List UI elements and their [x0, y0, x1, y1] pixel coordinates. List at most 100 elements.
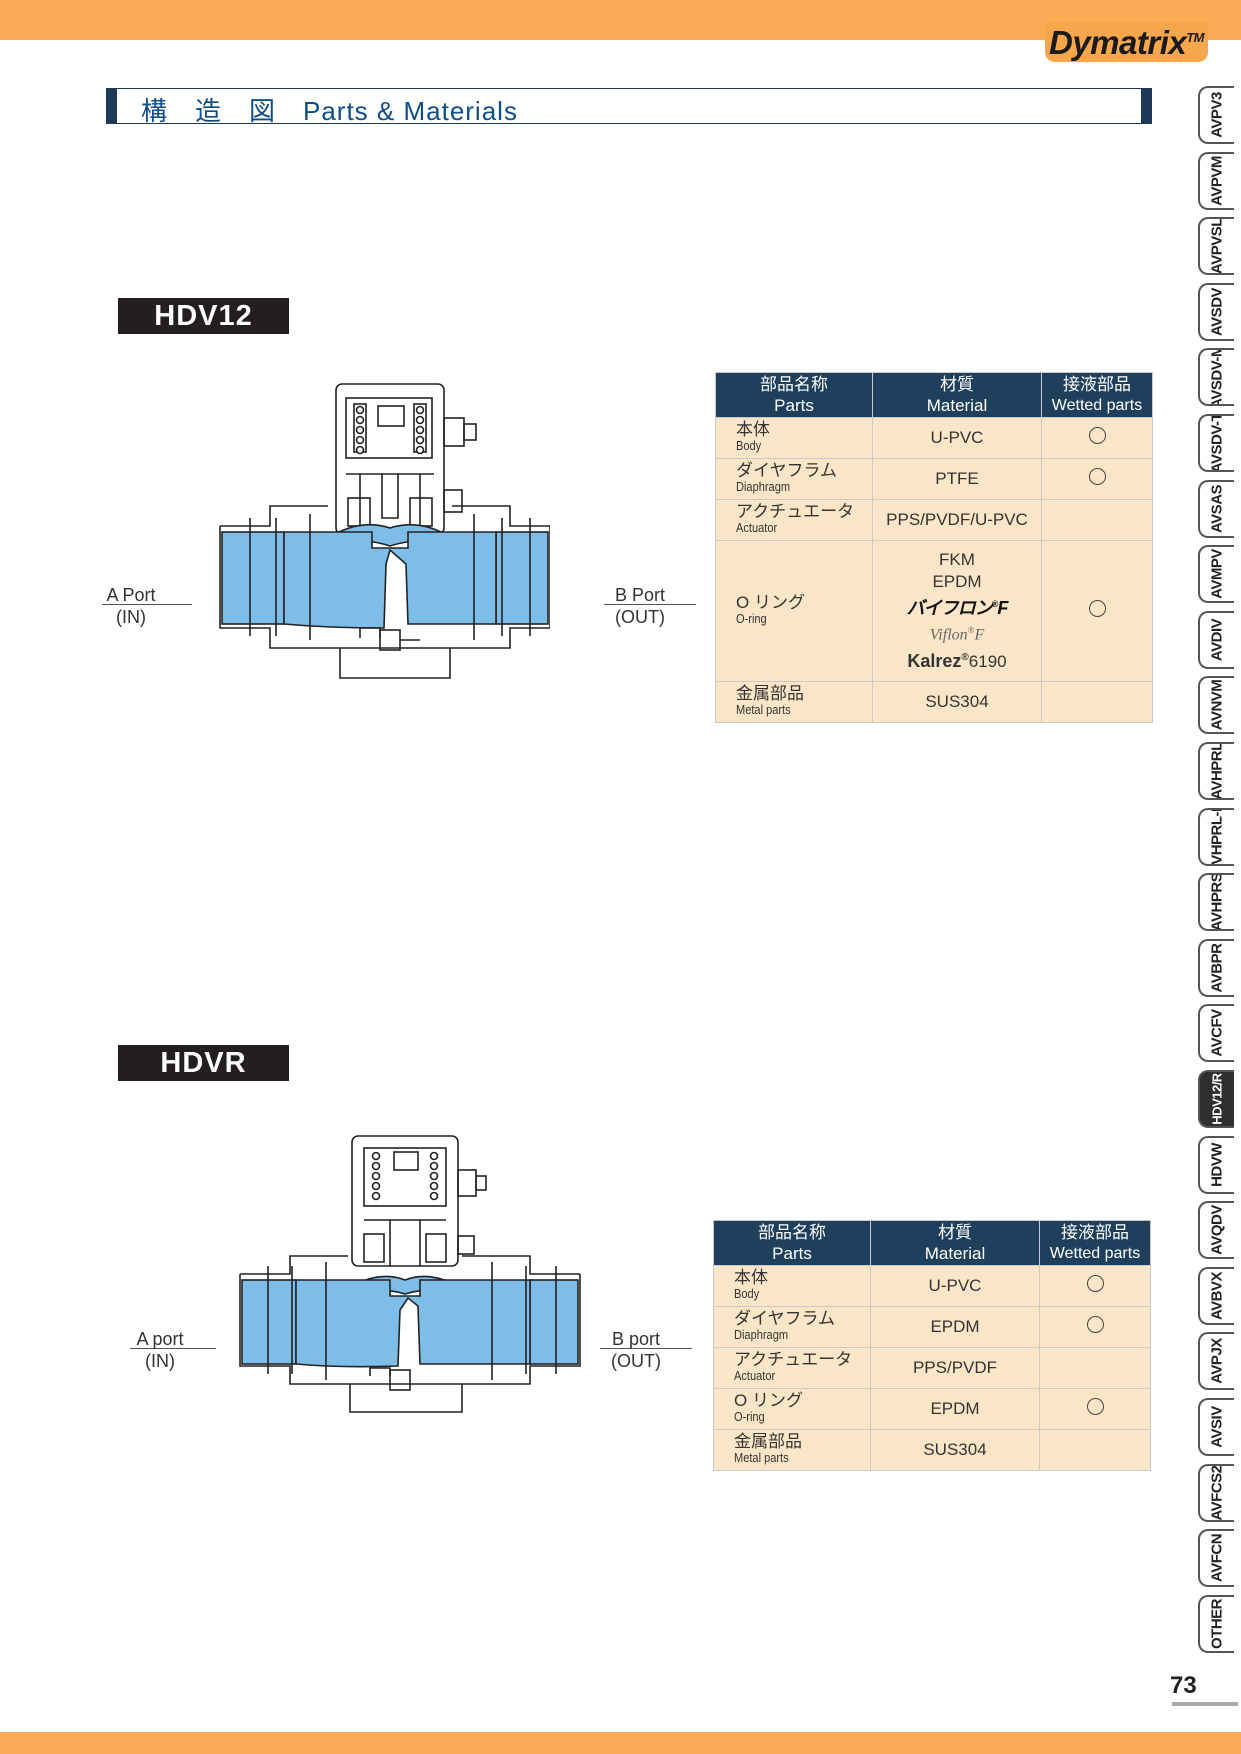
port-b-direction: (OUT): [611, 1351, 661, 1371]
part-material: SUS304: [872, 681, 1042, 723]
side-tab-other[interactable]: OTHER: [1198, 1594, 1234, 1653]
wetted-circle-icon: [1086, 1398, 1104, 1415]
wetted-mark: [1041, 681, 1153, 723]
side-tab-label: AVSAS: [1208, 484, 1226, 533]
side-tab-label: AVDIV: [1208, 618, 1226, 661]
port-a-name: A Port: [106, 585, 156, 605]
side-tab-avpv3[interactable]: AVPV3: [1198, 86, 1234, 144]
side-tab-avmpv[interactable]: AVMPV: [1198, 545, 1234, 604]
wetted-mark: [1041, 458, 1153, 500]
port-a-label: A port (IN): [128, 1328, 192, 1372]
port-b-label: B Port (OUT): [604, 584, 676, 628]
side-tab-avqdv[interactable]: AVQDV: [1198, 1201, 1234, 1260]
side-tab-label: AVFCN: [1208, 1534, 1226, 1583]
viflon-logo: Viflon®F: [929, 625, 985, 644]
side-tab-label: AVMPV: [1208, 549, 1226, 600]
side-tab-label: AVBVX: [1208, 1271, 1226, 1320]
model-label-hdv12: HDV12: [118, 298, 289, 334]
side-tab-avbvx[interactable]: AVBVX: [1198, 1266, 1234, 1325]
side-tab-avsiv[interactable]: AVSIV: [1198, 1398, 1234, 1456]
part-material: U-PVC: [870, 1265, 1040, 1307]
side-tab-avhprl[interactable]: AVHPRL: [1198, 742, 1234, 800]
side-tab-label: HDV12/R: [1209, 1073, 1225, 1125]
side-tab-avbpr[interactable]: AVBPR: [1198, 938, 1234, 997]
port-b-name: B Port: [614, 585, 666, 605]
part-material-list: FKM EPDM バイフロン®F Viflon®F Kalrez®6190: [872, 540, 1042, 682]
material-fkm: FKM: [939, 550, 975, 570]
side-tab-avhprs[interactable]: AVHPRS: [1198, 873, 1234, 932]
part-material: PPS/PVDF: [870, 1347, 1040, 1389]
side-tab-avpvm[interactable]: AVPVM: [1198, 151, 1234, 210]
side-tab-avsdv-m[interactable]: AVSDV-M: [1198, 348, 1234, 407]
side-tab-avsas[interactable]: AVSAS: [1198, 479, 1234, 538]
page-number-underline: [1172, 1702, 1238, 1706]
side-tab-avfcs2[interactable]: AVFCS2: [1198, 1463, 1234, 1522]
side-tab-hdv12-r[interactable]: HDV12/R: [1198, 1070, 1234, 1128]
hdv12-cross-section-diagram: [219, 383, 550, 679]
top-band: [0, 0, 1241, 40]
side-tab-label: AVHPRL: [1208, 742, 1226, 800]
side-tab-avnvm[interactable]: AVNVM: [1198, 676, 1234, 735]
port-b-leader-line: [600, 1348, 692, 1349]
part-material: EPDM: [870, 1388, 1040, 1430]
part-material: U-PVC: [872, 417, 1042, 459]
side-tab-avcfv[interactable]: AVCFV: [1198, 1004, 1234, 1063]
part-material: PTFE: [872, 458, 1042, 500]
page-title-bar: 構 造 図 Parts & Materials: [106, 88, 1152, 126]
port-b-name: B port: [611, 1329, 661, 1349]
port-a-name: A port: [136, 1329, 184, 1349]
side-tab-label: HDVW: [1208, 1142, 1226, 1187]
brand-logo: DymatrixTM: [1045, 22, 1208, 62]
side-tab-label: AVHPRS: [1208, 873, 1226, 932]
port-a-direction: (IN): [116, 607, 146, 627]
port-b-direction: (OUT): [615, 607, 665, 627]
side-tab-avhprl-m[interactable]: AVHPRL-M: [1198, 807, 1234, 866]
side-tab-avsdv-t[interactable]: AVSDV-T: [1198, 414, 1234, 472]
side-tab-label: OTHER: [1208, 1598, 1226, 1649]
side-tab-label: AVSDV-T: [1208, 414, 1226, 472]
wetted-mark: [1041, 499, 1153, 541]
kalrez-line: Kalrez®6190: [907, 650, 1007, 671]
side-tab-label: AVSDV-M: [1208, 348, 1226, 407]
page-number: 73: [1170, 1672, 1197, 1699]
side-tab-avfcn[interactable]: AVFCN: [1198, 1529, 1234, 1588]
wetted-mark: [1039, 1388, 1151, 1430]
side-tab-avdiv[interactable]: AVDIV: [1198, 610, 1234, 669]
port-a-direction: (IN): [145, 1351, 175, 1371]
model-label-hdvr: HDVR: [118, 1045, 289, 1081]
side-tab-label: AVPVM: [1208, 155, 1226, 206]
side-tab-avpjx[interactable]: AVPJX: [1198, 1332, 1234, 1391]
port-a-label: A Port (IN): [100, 584, 162, 628]
material-epdm: EPDM: [932, 572, 982, 592]
side-tab-avpvsl[interactable]: AVPVSL: [1198, 217, 1234, 276]
side-tab-avsdv[interactable]: AVSDV: [1198, 282, 1234, 341]
port-b-leader-line: [604, 604, 696, 605]
wetted-mark: [1041, 540, 1153, 682]
side-tab-label: AVBPR: [1208, 943, 1226, 993]
brand-tm: TM: [1186, 30, 1204, 45]
bottom-band: [0, 1732, 1241, 1754]
part-material: PPS/PVDF/U-PVC: [872, 499, 1042, 541]
side-tab-hdvw[interactable]: HDVW: [1198, 1135, 1234, 1194]
